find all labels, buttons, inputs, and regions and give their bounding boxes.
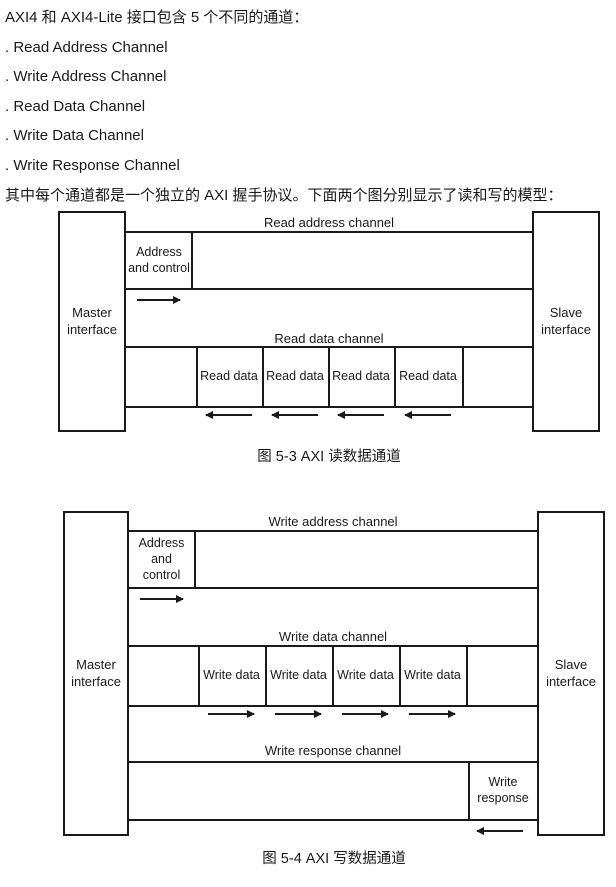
read-data-cell: Read data — [200, 368, 258, 383]
arrow-right-icon — [137, 296, 181, 303]
read-data-cell: Read data — [266, 368, 324, 383]
arrow-left-icon — [271, 411, 318, 418]
channel-list-item: . Write Data Channel — [5, 127, 144, 145]
divider-line — [194, 530, 196, 589]
divider-line — [328, 346, 330, 408]
channel-list-item: . Write Response Channel — [5, 156, 180, 174]
divider-line — [129, 530, 537, 532]
divider-line — [265, 645, 267, 707]
arrow-left-icon — [337, 411, 384, 418]
read-address-channel-label: Read address channel — [263, 215, 395, 230]
write-response-box: Write response — [477, 774, 529, 805]
divider-line — [468, 761, 470, 821]
figure-read-caption: 图 5-3 AXI 读数据通道 — [257, 449, 401, 465]
arrow-left-icon — [205, 411, 252, 418]
slave-interface-box: Slave interface — [532, 211, 600, 432]
write-data-cell: Write data — [203, 667, 260, 682]
address-and-control-box: Address and control — [128, 244, 190, 275]
arrow-right-icon — [208, 710, 255, 717]
divider-line — [129, 819, 537, 821]
divider-line — [262, 346, 264, 408]
channel-list-item: . Write Address Channel — [5, 68, 167, 86]
divider-line — [126, 231, 532, 233]
arrow-left-icon — [404, 411, 451, 418]
write-data-cell: Write data — [337, 667, 394, 682]
divider-line — [198, 645, 200, 707]
read-data-cell: Read data — [399, 368, 457, 383]
arrow-right-icon — [140, 595, 184, 602]
intro-text-block: AXI4 和 AXI4-Lite 接口包含 5 个不同的通道： . Read A… — [5, 3, 611, 210]
read-data-cell: Read data — [332, 368, 390, 383]
divider-line — [462, 346, 464, 408]
divider-line — [332, 645, 334, 707]
divider-line — [129, 761, 537, 763]
intro-note: 其中每个通道都是一个独立的 AXI 握手协议。下面两个图分别显示了读和写的模型： — [5, 186, 563, 204]
slave-interface-box: Slave interface — [537, 511, 605, 836]
read-data-channel-label: Read data channel — [274, 331, 384, 346]
write-data-channel-label: Write data channel — [278, 629, 388, 644]
address-and-control-box: Address and control — [138, 535, 185, 583]
write-data-cell: Write data — [404, 667, 461, 682]
channel-list-item: . Read Address Channel — [5, 38, 168, 56]
write-response-channel-label: Write response channel — [264, 743, 402, 758]
figure-write-caption: 图 5-4 AXI 写数据通道 — [262, 851, 406, 867]
channel-list-item: . Read Data Channel — [5, 97, 146, 115]
write-data-cell: Write data — [270, 667, 327, 682]
divider-line — [399, 645, 401, 707]
master-interface-box: Master interface — [63, 511, 129, 836]
intro-heading: AXI4 和 AXI4-Lite 接口包含 5 个不同的通道： — [5, 9, 309, 26]
arrow-right-icon — [409, 710, 456, 717]
divider-line — [466, 645, 468, 707]
arrow-left-icon — [476, 827, 523, 834]
divider-line — [394, 346, 396, 408]
arrow-right-icon — [342, 710, 389, 717]
divider-line — [196, 346, 198, 408]
divider-line — [129, 587, 537, 589]
divider-line — [191, 231, 193, 290]
master-interface-box: Master interface — [58, 211, 126, 432]
write-address-channel-label: Write address channel — [268, 514, 398, 529]
arrow-right-icon — [275, 710, 322, 717]
divider-line — [126, 288, 532, 290]
